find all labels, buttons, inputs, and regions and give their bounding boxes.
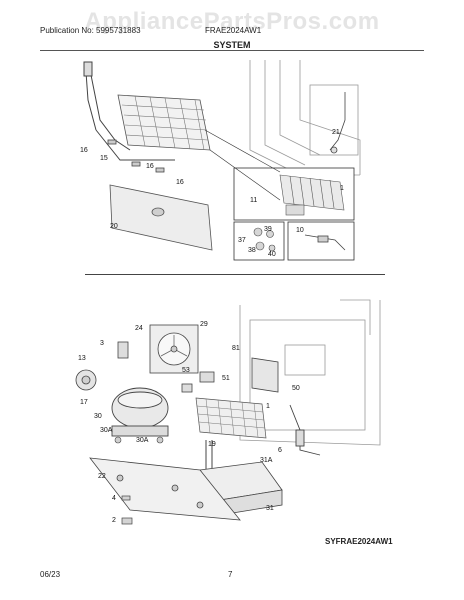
- label-39: 39: [264, 226, 272, 233]
- label-30: 30: [94, 413, 102, 420]
- diagram-code: SYFRAE2024AW1: [325, 537, 393, 546]
- label-6: 6: [278, 447, 282, 454]
- label-31a: 31A: [260, 457, 273, 464]
- hardware-items: [253, 227, 276, 252]
- watermark: AppliancePartsPros.com: [84, 8, 380, 35]
- label-53: 53: [182, 367, 190, 374]
- evaporator-coil: [117, 94, 211, 151]
- label-22: 22: [98, 473, 106, 480]
- start-relay: [117, 341, 129, 359]
- label-38: 38: [248, 247, 256, 254]
- label-1-upper: 1: [340, 185, 344, 192]
- compressor: [111, 387, 169, 437]
- defrost-thermostat: [304, 234, 346, 251]
- label-3: 3: [100, 340, 104, 347]
- label-51: 51: [222, 375, 230, 382]
- page-title: SYSTEM: [213, 40, 251, 50]
- condenser-coil: [195, 397, 267, 439]
- sensor-wire: [329, 92, 346, 154]
- heater-clips: [107, 139, 165, 173]
- upper-part-labels: 16 15 16 16 20 21 11 1 37 39 38 40 10: [80, 129, 344, 258]
- overload-protector: [75, 369, 97, 391]
- detail-callout-lines: [204, 129, 281, 201]
- label-40: 40: [268, 251, 276, 258]
- label-16a: 16: [80, 147, 88, 154]
- filter-drier: [289, 404, 321, 456]
- label-30a-left: 30A: [100, 427, 113, 434]
- label-20: 20: [110, 223, 118, 230]
- compressor-grommets: [114, 436, 164, 444]
- small-hardware: [121, 495, 133, 525]
- label-13: 13: [78, 355, 86, 362]
- header-rule: [40, 50, 424, 51]
- label-4: 4: [112, 495, 116, 502]
- label-50: 50: [292, 385, 300, 392]
- label-37: 37: [238, 237, 246, 244]
- page-number: 7: [228, 570, 233, 579]
- label-17: 17: [80, 399, 88, 406]
- label-2: 2: [112, 517, 116, 524]
- label-16c: 16: [176, 179, 184, 186]
- footer-date: 06/23: [40, 570, 61, 579]
- lower-cabinet-outline: [239, 299, 381, 446]
- label-21: 21: [332, 129, 340, 136]
- drain-trough: [109, 184, 213, 251]
- label-10: 10: [296, 227, 304, 234]
- label-1-lower: 1: [266, 403, 270, 410]
- label-30a-right: 30A: [136, 437, 149, 444]
- mounting-brackets: [181, 371, 215, 393]
- refrigerant-tubing: [83, 61, 175, 161]
- label-11: 11: [250, 197, 257, 204]
- discharge-tubing: [205, 440, 213, 470]
- lower-part-labels: 24 29 3 13 53 51 81 50 17 30 30A 30A 1 1…: [78, 321, 300, 524]
- label-16b: 16: [146, 163, 154, 170]
- label-29: 29: [200, 321, 208, 328]
- publication-number: Publication No: 5995731883: [40, 26, 141, 35]
- label-19: 19: [208, 441, 216, 448]
- label-24: 24: [135, 325, 143, 332]
- upper-cabinet-outline: [249, 60, 361, 176]
- base-plate: [89, 457, 241, 521]
- control-board: [251, 357, 279, 393]
- condenser-fan: [149, 324, 199, 374]
- model-number: FRAE2024AW1: [205, 26, 262, 35]
- section-divider: [85, 274, 385, 275]
- label-81: 81: [232, 345, 240, 352]
- label-31: 31: [266, 505, 274, 512]
- evaporator-detail-coil: [279, 174, 345, 216]
- label-15: 15: [100, 155, 108, 162]
